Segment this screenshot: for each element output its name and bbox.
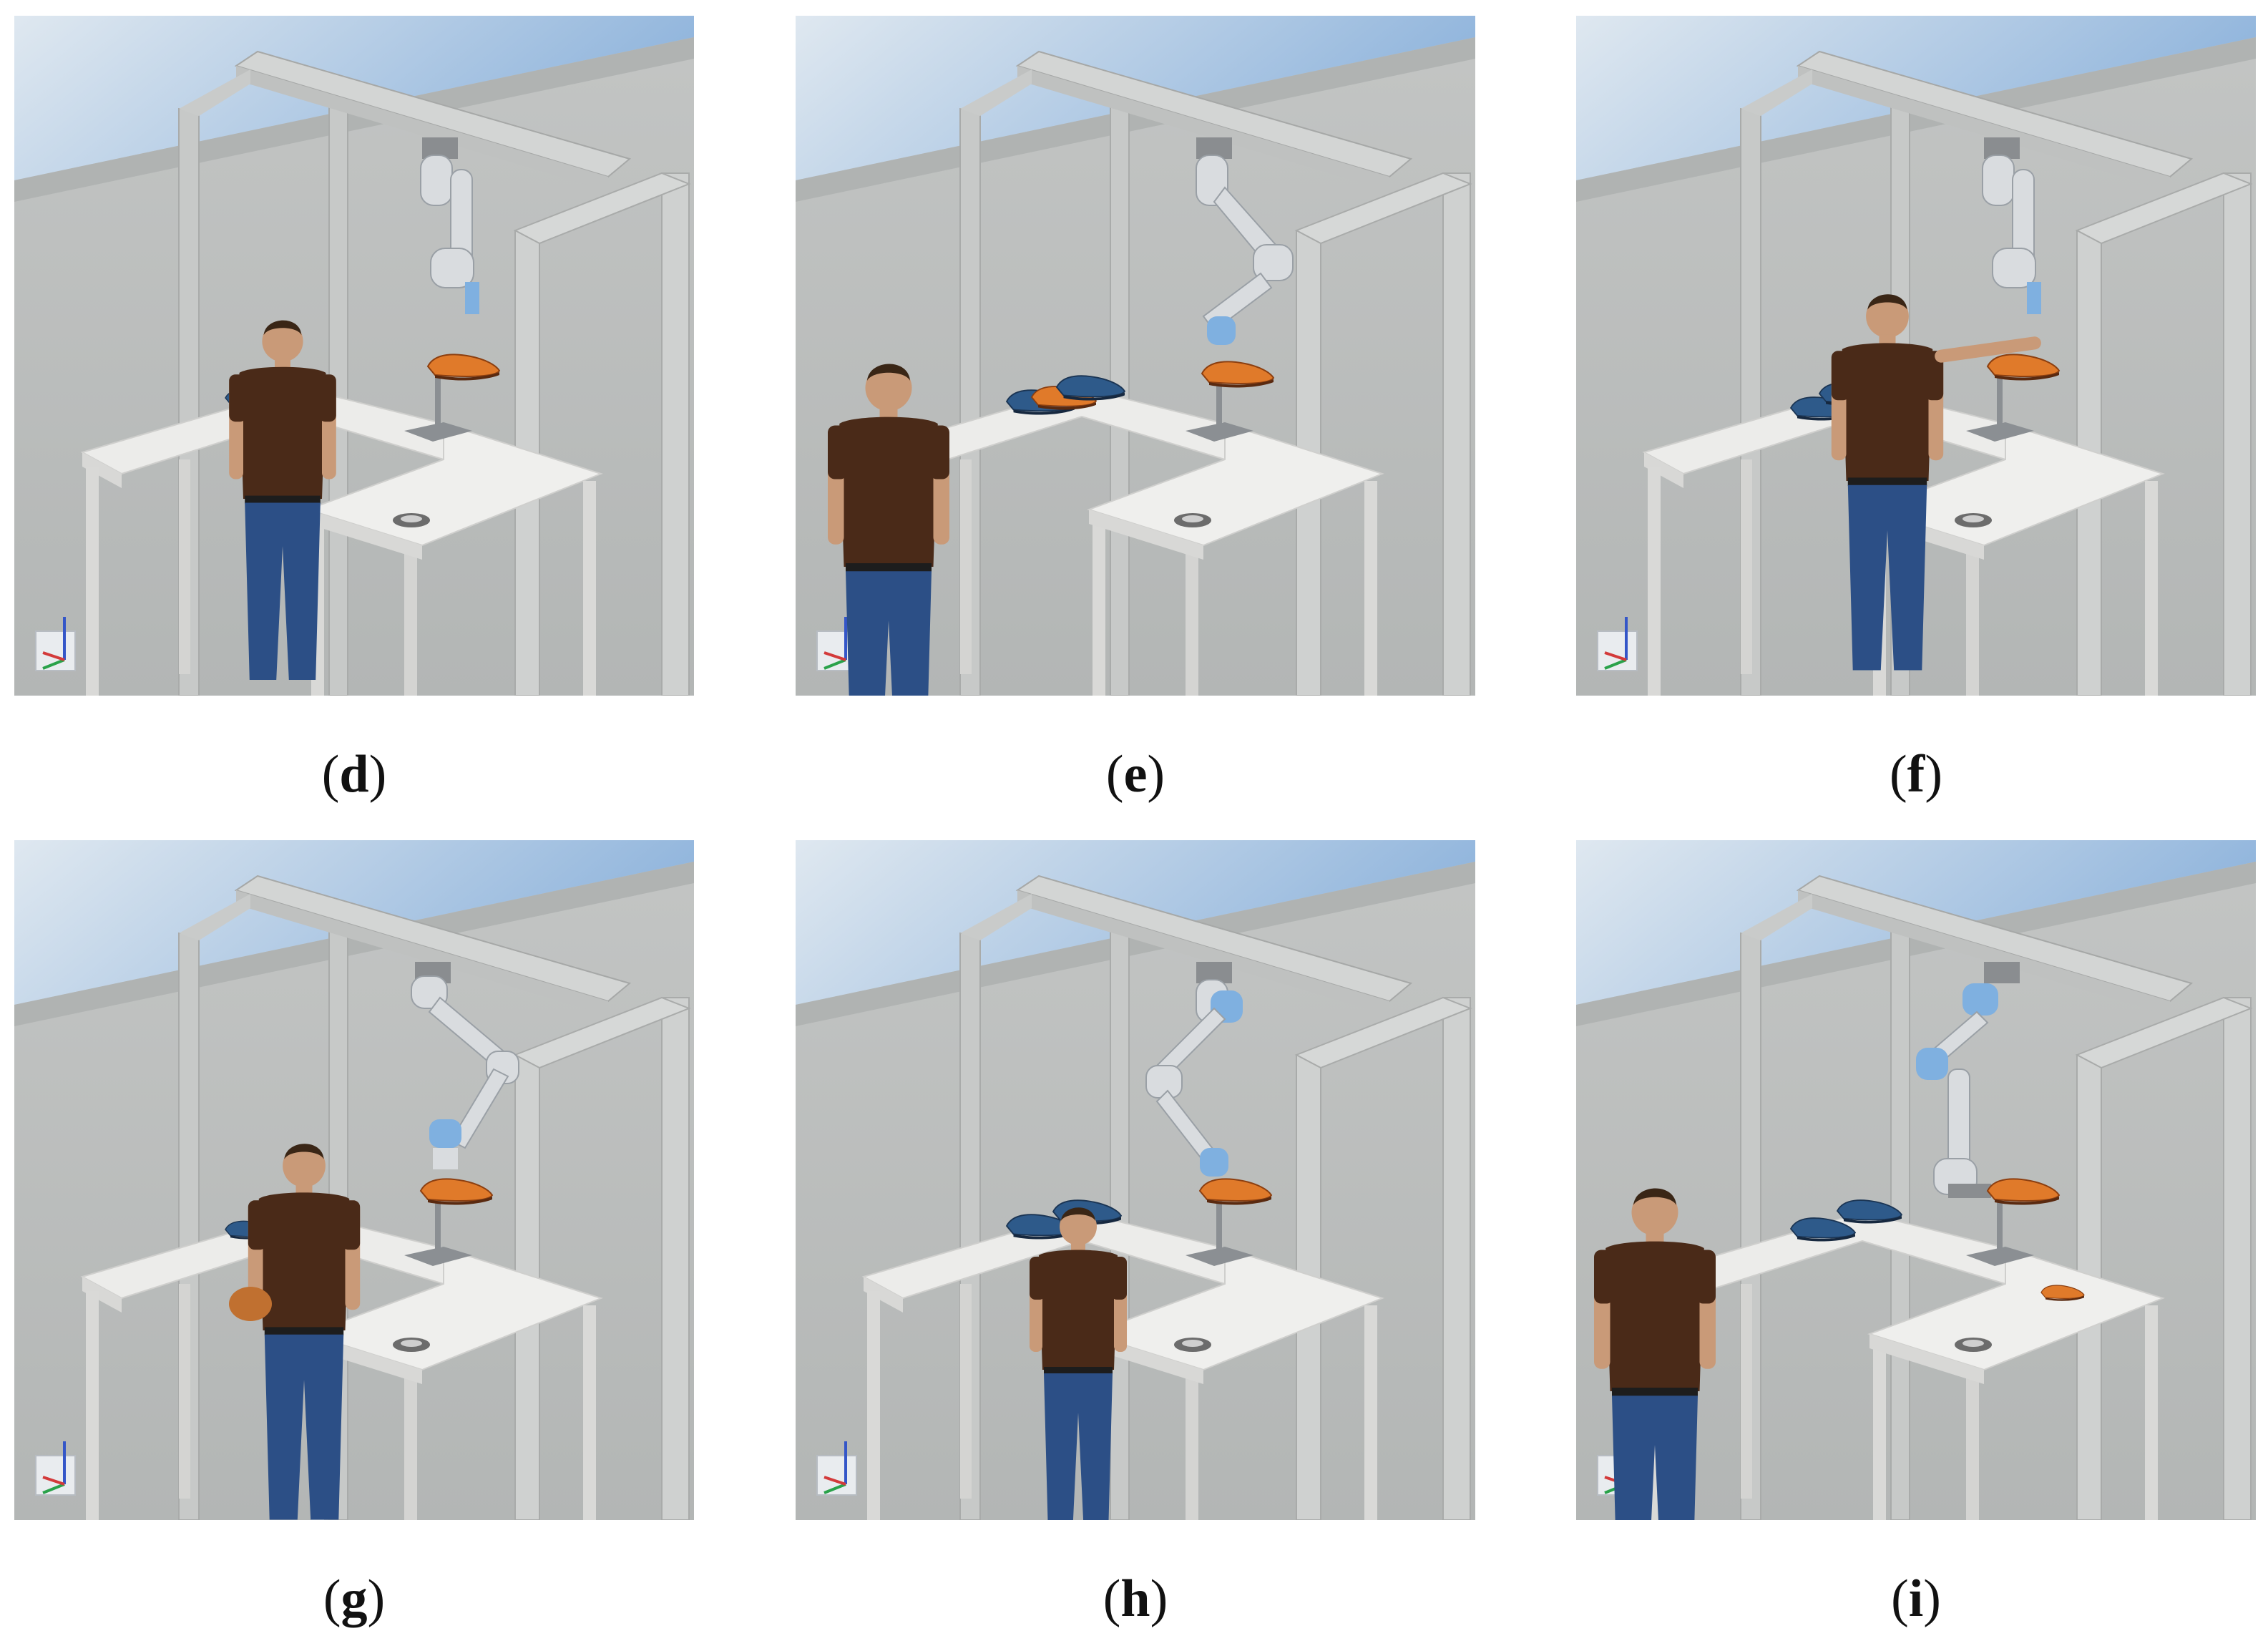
panel-f-image: [1576, 16, 2256, 696]
panel-f-caption: (f): [1890, 745, 1942, 804]
panel-i-image: [1576, 840, 2256, 1520]
panel-e-caption: (e): [1105, 745, 1165, 804]
panel-e-image: [796, 16, 1475, 696]
panel-i-caption: (i): [1891, 1569, 1941, 1628]
robot-arm: [1145, 962, 1243, 1177]
robot-arm: [1196, 137, 1294, 345]
robot-arm: [411, 962, 519, 1169]
panel-d-caption: (d): [321, 745, 387, 804]
robot-arm: [420, 137, 479, 314]
robot-arm: [1916, 962, 2020, 1198]
panel-g-image: [14, 840, 694, 1520]
panel-g-caption: (g): [323, 1569, 386, 1628]
panel-h-caption: (h): [1103, 1569, 1168, 1628]
robot-arm: [1982, 137, 2041, 314]
panel-d-image: [14, 16, 694, 696]
panel-h-image: [796, 840, 1475, 1520]
